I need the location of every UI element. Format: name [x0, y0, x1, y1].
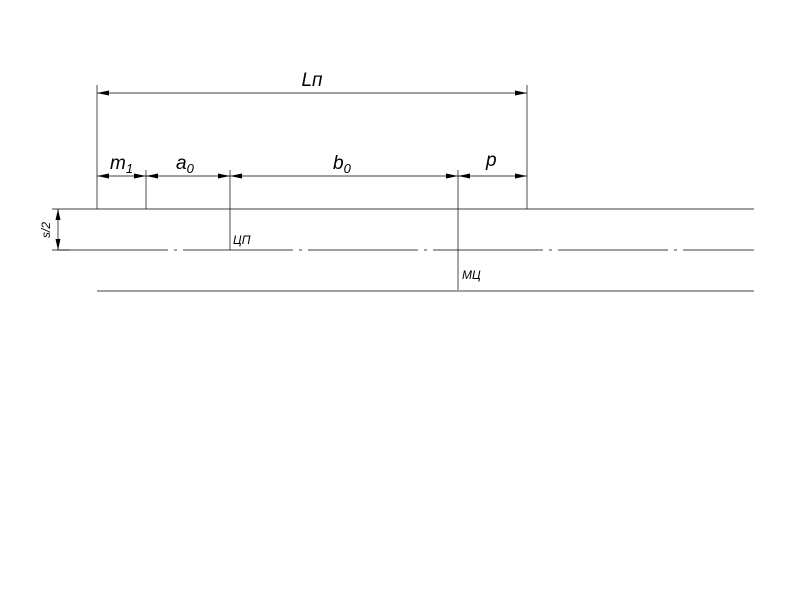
- arrow-m1-right: [134, 173, 146, 179]
- overall-dimension: Lп: [97, 70, 527, 96]
- segment-label-b0: b0: [333, 153, 352, 176]
- arrow-p-right: [515, 173, 527, 179]
- point-markers: ЦП МЦ: [233, 233, 481, 282]
- segment-label-p: p: [485, 150, 497, 171]
- arrow-b0-right: [446, 173, 458, 179]
- half-width-label: s/2: [39, 222, 53, 238]
- mc-marker-label: МЦ: [462, 268, 481, 282]
- extension-lines: [52, 85, 528, 290]
- arrow-a0-right: [218, 173, 230, 179]
- segment-m1-sub: 1: [126, 161, 133, 176]
- arrow-b0-left: [230, 173, 242, 179]
- half-width-dimension: s/2: [39, 209, 61, 250]
- segment-b0-main: b: [333, 153, 344, 174]
- arrow-m1-left: [97, 173, 109, 179]
- cp-marker-label: ЦП: [233, 233, 251, 247]
- segment-dimensions: m1 a0 b0 p: [97, 150, 527, 179]
- arrow-sh-bottom: [55, 239, 61, 250]
- arrow-p-left: [458, 173, 470, 179]
- arrow-right: [515, 90, 527, 96]
- overall-length-label: Lп: [301, 70, 323, 91]
- segment-b0-sub: 0: [344, 161, 352, 176]
- segment-p-main: p: [485, 150, 497, 171]
- segment-label-a0: a0: [176, 153, 195, 176]
- arrow-left: [97, 90, 109, 96]
- segment-a0-main: a: [176, 153, 187, 174]
- segment-a0-sub: 0: [187, 161, 195, 176]
- track-lines: [58, 208, 754, 292]
- segment-m1-main: m: [110, 153, 126, 174]
- arrow-a0-left: [146, 173, 158, 179]
- arrow-sh-top: [55, 209, 61, 220]
- segment-label-m1: m1: [110, 153, 133, 176]
